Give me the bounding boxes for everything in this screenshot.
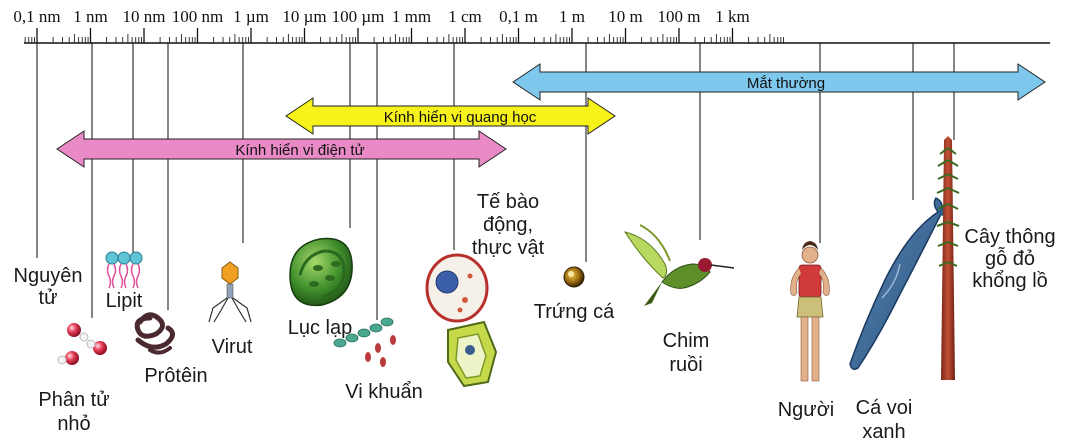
tick-labels: 0,1 nm 1 nm 10 nm 100 nm 1 µm 10 µm 100 µm 1 mm… [13,7,749,26]
range-label-electron-microscope: Kính hiển vi điện tử [235,142,364,159]
label-line: gỗ đỏ [985,247,1035,270]
tick-label: 1 cm [448,7,482,26]
tick-label: 1 µm [233,7,269,26]
tick-label: 1 nm [73,7,107,26]
protein-icon [134,312,175,355]
label-line: Người [778,399,835,421]
small-molecule-icon [57,323,107,365]
label-fish-egg: Trứng cá [534,301,615,323]
human-icon [790,241,830,382]
label-line: Lipit [106,290,143,312]
label-line: khổng lồ [972,270,1048,292]
label-bacteria: Vi khuẩn [345,381,422,403]
label-line: Trứng cá [534,301,615,323]
tick-label: 0,1 m [499,7,538,26]
minor-ticks [24,34,785,43]
label-lipid: Lipit [106,290,143,312]
label-human: Người [778,399,835,421]
label-line: động, [483,214,533,236]
tick-label: 1 m [559,7,585,26]
label-line: Virut [212,336,253,358]
label-line: tử [39,287,58,309]
tick-label: 100 nm [172,7,223,26]
range-naked-eye: Mắt thường [512,63,1046,101]
plant-cell-icon [447,320,498,388]
label-line: Cá voi [856,397,913,419]
tick-label: 0,1 nm [13,7,60,26]
tick-label: 10 µm [282,7,326,26]
label-line: Prôtêin [144,365,207,387]
virus-icon [208,261,252,323]
range-arrow-electron-microscope [56,130,507,168]
label-line: Chim [663,330,710,352]
animal-cell-icon [425,253,489,323]
label-line: xanh [862,421,905,443]
hummingbird-icon [623,224,735,306]
label-chloroplast: Lục lạp [288,317,353,339]
lipid-icon [105,251,143,289]
range-label-naked-eye: Mắt thường [747,75,825,92]
label-virus: Virut [212,336,253,358]
tick-label: 100 m [658,7,701,26]
tick-label: 10 m [608,7,642,26]
label-line: Phân tử [38,389,109,411]
range-light-microscope: Kính hiển vi quang học [285,97,616,135]
redwood-icon [936,136,960,380]
label-protein: Prôtêin [144,365,207,387]
tick-label: 10 nm [123,7,166,26]
range-arrow-light-microscope [285,97,616,135]
label-line: thực vật [472,237,545,259]
tick-label: 1 km [715,7,749,26]
major-ticks [36,28,734,43]
range-arrow-naked-eye [512,63,1046,101]
bacteria-icon [333,317,396,367]
range-label-light-microscope: Kính hiển vi quang học [384,109,537,126]
tick-label: 100 µm [332,7,385,26]
label-line: ruồi [669,354,702,376]
label-line: Lục lạp [288,317,353,339]
label-line: Nguyên [14,265,83,287]
chloroplast-icon [289,237,353,307]
tick-label: 1 mm [392,7,431,26]
blue-whale-icon [849,197,950,371]
label-line: Vi khuẩn [345,381,422,403]
log-scale-axis: 0,1 nm 1 nm 10 nm 100 nm 1 µm 10 µm 100 µm 1 mm… [13,7,1050,44]
label-line: Cây thông [964,226,1055,248]
label-line: Tế bào [477,191,539,213]
range-electron-microscope: Kính hiển vi điện tử [56,130,507,168]
fish-egg-icon [563,266,585,288]
label-line: nhỏ [57,413,90,435]
